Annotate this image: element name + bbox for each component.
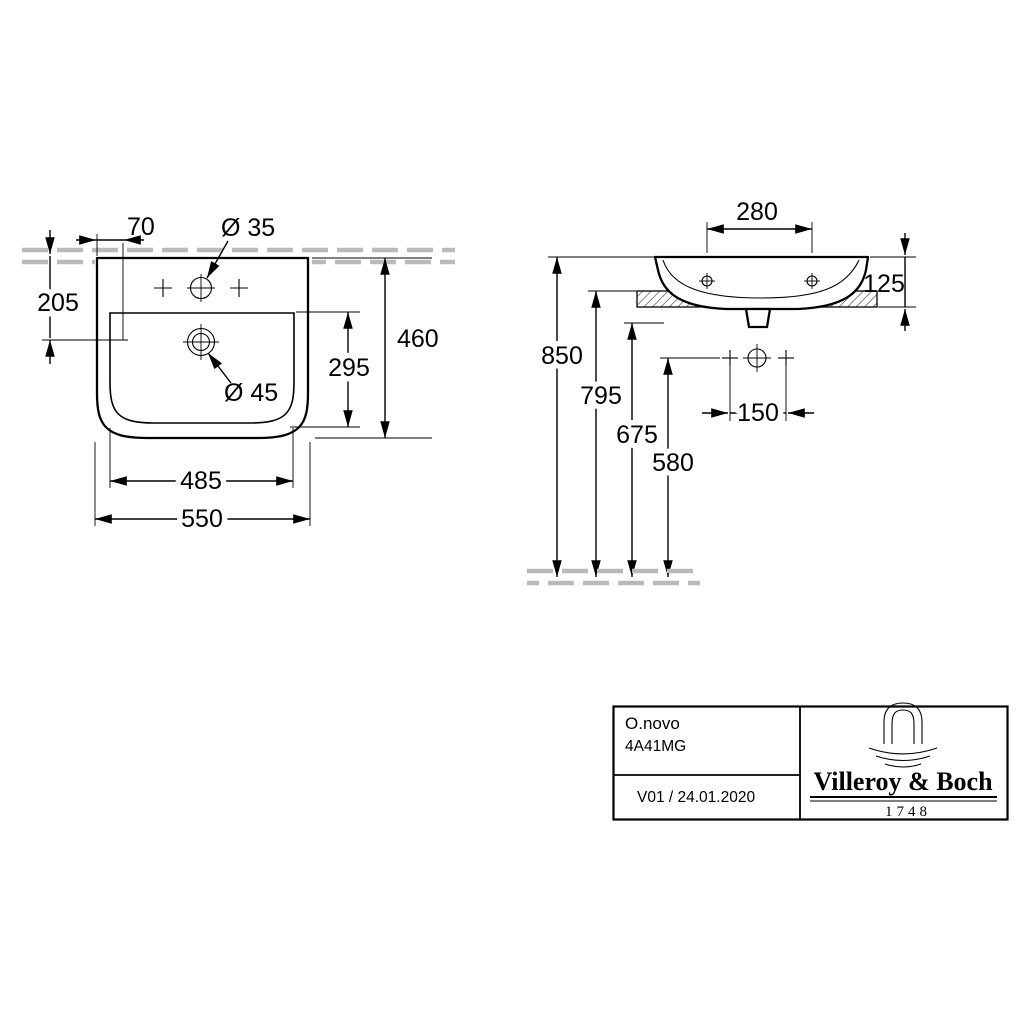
top-view: 70 Ø 35 205 460 295: [22, 213, 455, 539]
dimension-485: 485: [109, 428, 294, 501]
dim-150-label: 150: [737, 399, 779, 427]
article-number: 4A41MG: [625, 738, 686, 755]
dimension-580: 580: [647, 357, 720, 577]
fixing-hole-cross-left: [722, 350, 738, 366]
fixing-hole-center: [743, 344, 771, 372]
dimension-295: 295: [290, 311, 375, 428]
dim-70-label: 70: [127, 213, 155, 241]
dimension-795: 795: [575, 290, 639, 577]
drain-outlet: [744, 307, 772, 329]
dimension-675: 675: [611, 322, 664, 577]
floor-tile-lines: [527, 568, 700, 586]
dim-295-label: 295: [328, 354, 370, 382]
optional-hole-cross-left: [154, 279, 172, 297]
brand-name: Villeroy & Boch: [813, 767, 993, 796]
vb-arch-icon: [883, 702, 923, 744]
dimension-850: 850: [536, 256, 655, 577]
dim-125-label: 125: [863, 270, 905, 298]
vb-waves-icon: [868, 747, 938, 768]
dimension-70: 70: [76, 213, 155, 256]
basin-profile: [653, 255, 870, 311]
founded-year: 1748: [885, 804, 931, 820]
dimension-205: 205: [32, 230, 84, 364]
series-name: O.novo: [625, 714, 680, 733]
villeroy-boch-logo: Villeroy & Boch 1748: [810, 702, 997, 820]
dim-460-label: 460: [397, 325, 439, 353]
dimension-d35: Ø 35: [206, 214, 275, 279]
basin-profile-inner-line: [662, 259, 860, 299]
dimension-150: 150: [702, 366, 814, 433]
basin-outer-outline: [95, 256, 310, 440]
dim-280-label: 280: [736, 198, 778, 226]
title-block: O.novo 4A41MG V01 / 24.01.2020 Villeroy …: [612, 702, 1009, 821]
tap-hole: [187, 274, 215, 302]
fixing-hole-cross-right: [778, 350, 794, 366]
dimension-550: 550: [94, 442, 311, 539]
basin-inner-outline: [109, 312, 295, 424]
dimension-280: 280: [706, 198, 813, 253]
dim-795-label: 795: [580, 382, 622, 410]
dim-675-label: 675: [616, 421, 658, 449]
face-hole-left: [699, 273, 715, 289]
optional-hole-cross-right: [230, 279, 248, 297]
dim-d35-label: Ø 35: [221, 214, 275, 242]
version-date: V01 / 24.01.2020: [637, 789, 755, 806]
dimension-460: 460: [312, 257, 439, 439]
side-view: 280 125 850 795 675: [527, 198, 916, 586]
dimension-125: 125: [863, 233, 916, 331]
face-hole-right: [804, 273, 820, 289]
drain-hole: [183, 324, 219, 360]
dim-580-label: 580: [652, 449, 694, 477]
dim-485-label: 485: [180, 467, 222, 495]
dim-d45-label: Ø 45: [224, 379, 278, 407]
dim-850-label: 850: [541, 342, 583, 370]
dim-550-label: 550: [181, 505, 223, 533]
dim-205-label: 205: [37, 289, 79, 317]
dimension-d45: Ø 45: [207, 352, 278, 407]
